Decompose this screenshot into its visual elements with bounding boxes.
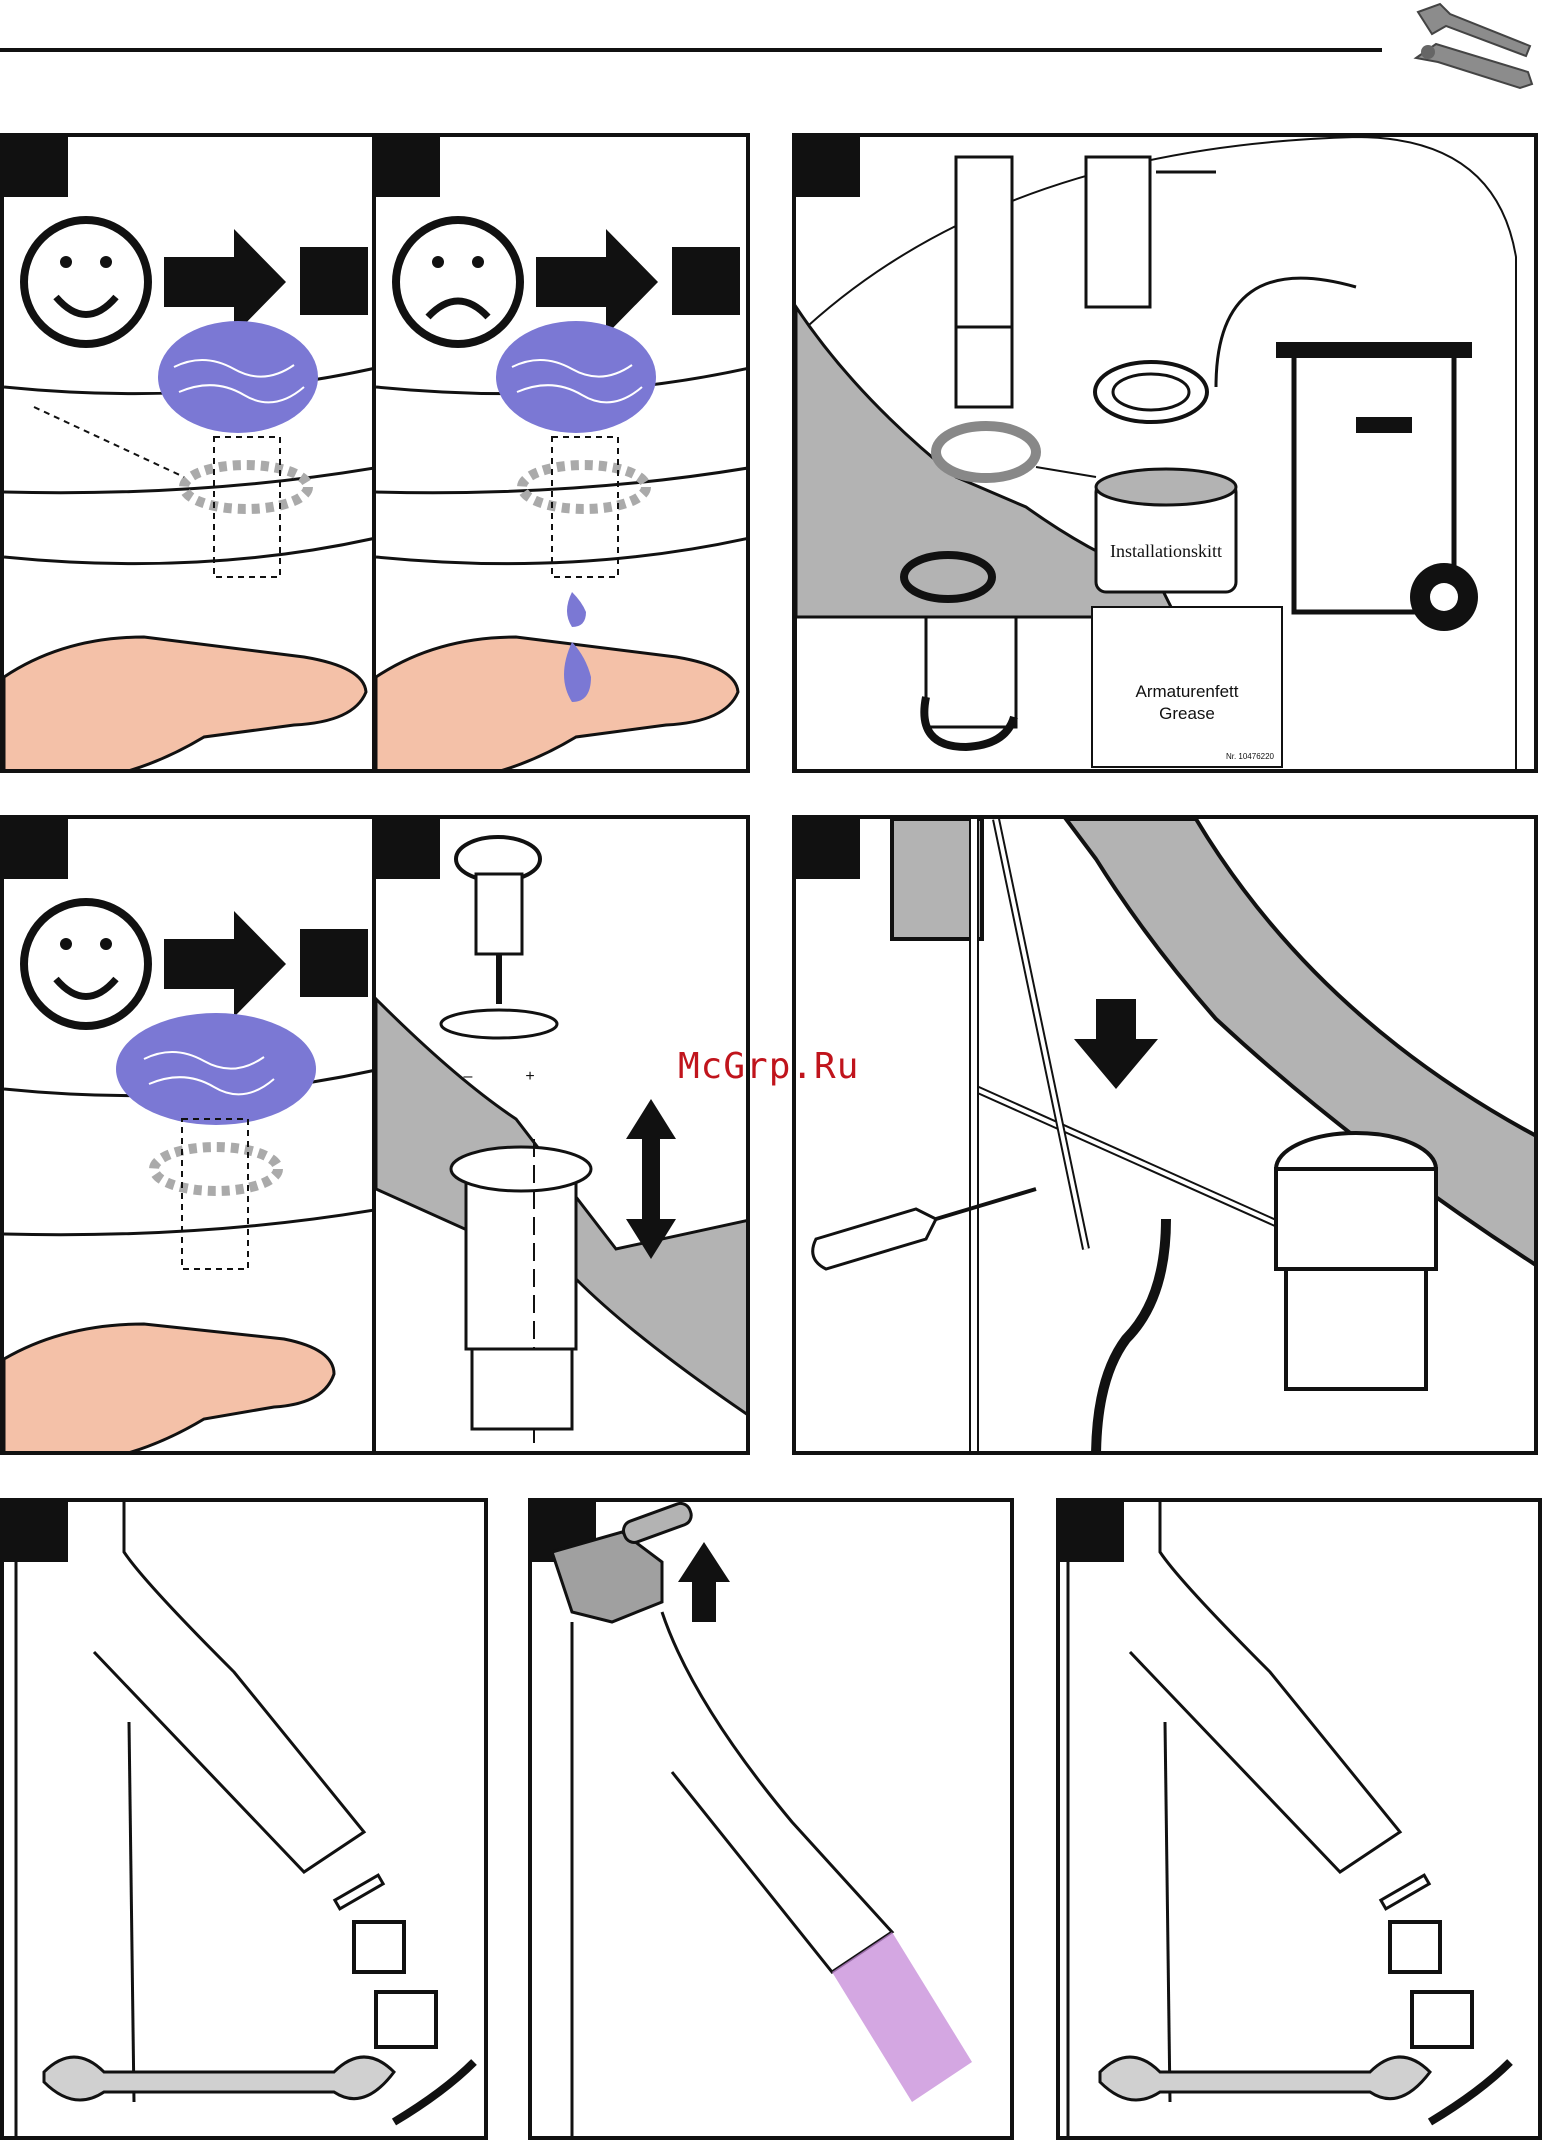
happy-face-icon bbox=[24, 220, 148, 344]
step-9-illustration bbox=[1060, 1502, 1542, 2140]
plus-sign: + bbox=[525, 1068, 534, 1085]
hand bbox=[376, 637, 738, 773]
up-down-arrow-icon bbox=[626, 1099, 676, 1259]
result-square bbox=[300, 929, 368, 997]
panel-step-1-drain-test-leak bbox=[372, 133, 750, 773]
water-pool bbox=[496, 321, 656, 433]
panel-step-1-drain-test-ok bbox=[0, 133, 376, 773]
arrow-right-icon bbox=[536, 229, 658, 335]
step-1-illustration bbox=[4, 137, 376, 773]
arrow-right-icon bbox=[164, 229, 286, 335]
tools-icon bbox=[1410, 0, 1542, 96]
result-square bbox=[672, 247, 740, 315]
up-arrow-icon bbox=[678, 1542, 730, 1622]
water-pool bbox=[158, 321, 318, 433]
step-3-illustration: Installationskitt Armaturenfett Grease N… bbox=[796, 137, 1538, 773]
screwdriver bbox=[813, 1209, 936, 1269]
sad-face-icon bbox=[396, 220, 520, 344]
panel-step-5-connect-rod bbox=[792, 815, 1538, 1455]
step-6-illustration bbox=[796, 819, 1538, 1455]
tool-insert bbox=[1086, 157, 1150, 307]
step-2-illustration bbox=[376, 137, 750, 773]
step-4-illustration bbox=[4, 819, 376, 1455]
panel-step-4-adjust-plug: – + bbox=[372, 815, 750, 1455]
grease-label-2: Grease bbox=[1159, 704, 1215, 723]
water-pool bbox=[116, 1013, 316, 1125]
watermark-text: McGrp.Ru bbox=[678, 1046, 859, 1087]
result-square bbox=[300, 247, 368, 315]
putty-label: Installationskitt bbox=[1110, 541, 1222, 561]
drain-plug bbox=[956, 157, 1012, 337]
arrow-right-icon bbox=[164, 911, 286, 1017]
aerator-washer bbox=[335, 1875, 383, 1909]
aerator-insert bbox=[354, 1922, 404, 1972]
old-putty bbox=[936, 426, 1036, 478]
step-7-illustration bbox=[4, 1502, 488, 2140]
hand bbox=[4, 1324, 334, 1455]
grease-label-1: Armaturenfett bbox=[1136, 682, 1239, 701]
panel-step-7-flush bbox=[528, 1498, 1014, 2140]
happy-face-icon bbox=[24, 902, 148, 1026]
grease-part-number: Nr. 10476220 bbox=[1226, 752, 1275, 761]
panel-step-2-reseal: Installationskitt Armaturenfett Grease N… bbox=[792, 133, 1538, 773]
step-8-illustration bbox=[532, 1502, 1014, 2140]
aerator-housing bbox=[376, 1992, 436, 2047]
water-drop bbox=[567, 592, 586, 627]
panel-step-8-reinstall-aerator bbox=[1056, 1498, 1542, 2140]
wrench-icon bbox=[1100, 2057, 1430, 2100]
panel-step-6-remove-aerator bbox=[0, 1498, 488, 2140]
hand bbox=[4, 637, 366, 773]
down-arrow-icon bbox=[1074, 999, 1158, 1089]
adjust-nut bbox=[441, 1010, 557, 1038]
wrench-icon bbox=[44, 2057, 394, 2100]
drain-body bbox=[926, 617, 1016, 727]
step-5-illustration: – + bbox=[376, 819, 750, 1455]
panel-step-3-drain-test-ok bbox=[0, 815, 376, 1455]
header-rule bbox=[0, 0, 1542, 110]
